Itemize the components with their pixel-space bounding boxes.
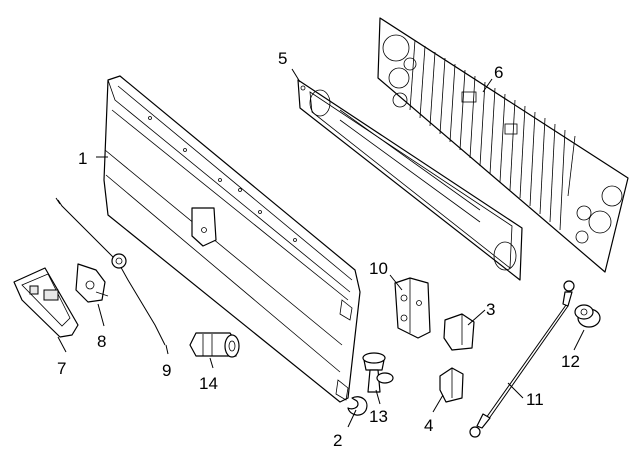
callout-3: 3 <box>486 300 495 319</box>
part-8-latch <box>75 263 109 303</box>
part-10-hinge-bracket <box>394 277 431 339</box>
part-3-bumper <box>443 313 475 351</box>
part-13-pivot-stud <box>362 352 394 393</box>
part-12-bushing <box>574 304 601 328</box>
part-2-washer <box>347 396 368 416</box>
callout-9: 9 <box>162 361 171 380</box>
part-5-trim-panel <box>297 79 523 281</box>
callout-11: 11 <box>526 390 544 409</box>
callout-2: 2 <box>333 431 342 450</box>
callout-5: 5 <box>278 49 287 68</box>
callout-7: 7 <box>57 359 66 378</box>
leader-lines <box>57 68 585 428</box>
part-4-bumper <box>439 367 464 403</box>
callout-1: 1 <box>78 149 87 168</box>
callout-10: 10 <box>369 259 388 278</box>
callout-12: 12 <box>561 352 580 371</box>
part-6-inner-panel <box>377 17 629 273</box>
callout-8: 8 <box>97 332 106 351</box>
callout-6: 6 <box>494 63 503 82</box>
part-1-tailgate <box>103 75 361 403</box>
part-9-release-rod <box>55 197 166 346</box>
part-7-handle-housing <box>13 267 79 338</box>
part-14-lock-cylinder <box>189 332 240 358</box>
callout-13: 13 <box>369 407 388 426</box>
callout-14: 14 <box>199 374 218 393</box>
callout-labels: 1 2 3 4 5 6 7 8 9 10 11 12 13 14 <box>57 49 580 450</box>
part-11-support-cable <box>469 280 575 438</box>
callout-4: 4 <box>424 416 433 435</box>
